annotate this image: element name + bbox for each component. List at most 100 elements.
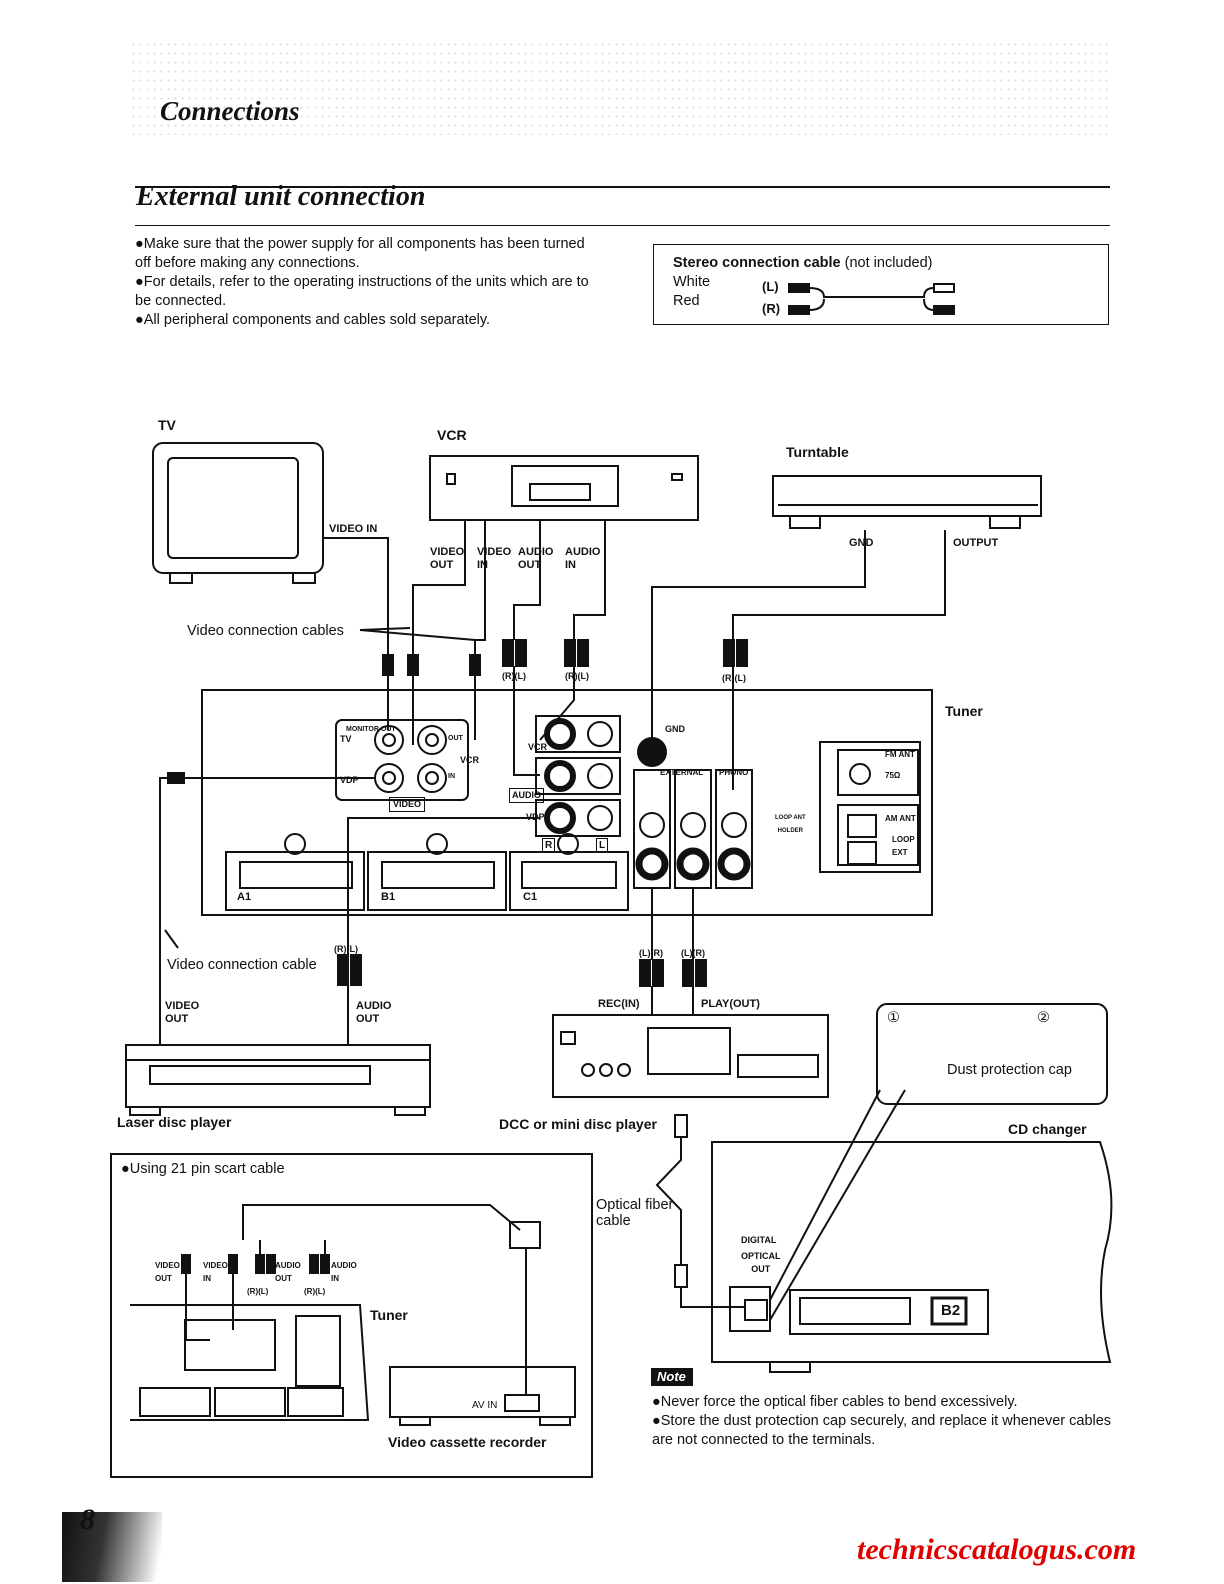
intro-bullet: ●Make sure that the power supply for all…: [135, 236, 585, 271]
digital-label: DIGITAL: [741, 1235, 777, 1245]
tv-label: TV: [158, 417, 176, 433]
monitor-out-label: MONITOR OUT: [346, 726, 396, 733]
external-in-lr: (L)(R): [681, 948, 705, 958]
tuner-l-label: L: [596, 838, 609, 853]
b2-slot-label: B2: [941, 1302, 961, 1319]
cable-box-title: Stereo connection cable: [673, 255, 841, 271]
scart-audio-out-rl: (R)(L): [247, 1287, 269, 1296]
laser-disc-rl: (R)(L): [334, 944, 358, 954]
video-cables-label: Video connection cables: [187, 623, 344, 639]
cable-box-heading: Stereo connection cable (not included): [673, 255, 933, 271]
title-rule-bottom: [135, 225, 1110, 226]
step-1-marker: ①: [887, 1010, 900, 1026]
vcr-audio-out-rl: (R)(L): [502, 671, 526, 681]
stereo-cable-icon: [788, 283, 955, 315]
cable-left-label: (L): [762, 279, 779, 294]
tuner-r-label: R: [542, 838, 556, 853]
page-number: 8: [80, 1503, 95, 1536]
ohm-label: 75Ω: [885, 771, 901, 780]
video-cable-label: Video connection cable: [167, 957, 317, 973]
fm-ant-label: FM ANT: [885, 750, 915, 759]
note-bullet: ●Never force the optical fiber cables to…: [652, 1394, 1018, 1410]
tuner-video-in-label: IN: [448, 773, 455, 780]
vcr2-label: Video cassette recorder: [388, 1434, 547, 1450]
cd-changer-body: [711, 1141, 1113, 1363]
cd-changer-label: CD changer: [1008, 1121, 1087, 1137]
scart-box-title: ●Using 21 pin scart cable: [121, 1161, 285, 1177]
scart-tuner-label: Tuner: [370, 1307, 408, 1323]
intro-bullet: ●All peripheral components and cables so…: [135, 312, 491, 328]
dust-cap-label: Dust protection cap: [947, 1062, 1072, 1078]
intro-bullet-list: ●Make sure that the power supply for all…: [135, 235, 600, 330]
scart-audio-in-rl: (R)(L): [304, 1287, 326, 1296]
note-list: ●Never force the optical fiber cables to…: [652, 1393, 1112, 1450]
slot-c1-label: C1: [523, 891, 538, 903]
turntable-label: Turntable: [786, 444, 849, 460]
tuner-vdp-label: VDP: [340, 775, 359, 785]
tuner-video-out-label: OUT: [448, 735, 463, 742]
tuner-phono-label: PHONO: [719, 768, 749, 777]
dcc-label: DCC or mini disc player: [499, 1116, 657, 1132]
page-title: External unit connection: [136, 181, 426, 212]
step-2-marker: ②: [1037, 1010, 1050, 1026]
section-heading: Connections: [160, 96, 300, 126]
laser-disc-body: [125, 1044, 431, 1108]
tuner-audio-vdp-label: VDP: [526, 812, 545, 822]
tuner-audio-tag: AUDIO: [509, 788, 544, 803]
vcr-body: [429, 455, 699, 521]
tv-body: [152, 442, 324, 574]
note-badge: Note: [657, 1369, 686, 1384]
intro-bullet: ●For details, refer to the operating ins…: [135, 274, 589, 309]
tuner-vcr-label: VCR: [460, 755, 480, 765]
header-texture: [130, 40, 1110, 135]
dust-cap-box: [876, 1003, 1108, 1105]
av-in-label: AV IN: [472, 1400, 498, 1411]
cable-right-label: (R): [762, 301, 781, 316]
note-bullet: ●Store the dust protection cap securely,…: [652, 1413, 1112, 1448]
laser-disc-label: Laser disc player: [117, 1114, 232, 1130]
tuner-gnd-label: GND: [665, 724, 685, 734]
tv-video-in-label: VIDEO IN: [329, 523, 378, 535]
title-rule-top: [135, 186, 1110, 188]
rec-in-label: REC(IN): [598, 998, 640, 1010]
play-out-label: PLAY(OUT): [701, 998, 760, 1010]
turntable-output-label: OUTPUT: [953, 537, 999, 549]
external-out-lr: (L)(R): [639, 948, 663, 958]
cable-box-note: (not included): [844, 255, 933, 271]
turntable-body: [772, 475, 1042, 517]
vcr-audio-in-rl: (R)(L): [565, 671, 589, 681]
am-ant-label: AM ANT: [885, 814, 916, 823]
turntable-gnd-label: GND: [849, 537, 874, 549]
stereo-cable-box: Stereo connection cable (not included) W…: [653, 244, 1109, 325]
tuner-audio-vcr-label: VCR: [528, 742, 548, 752]
scart-box: [110, 1153, 593, 1478]
slot-a1-label: A1: [237, 891, 252, 903]
tuner-tv-label: TV: [340, 734, 352, 744]
cable-white-label: White: [673, 274, 711, 290]
slot-b1-label: B1: [381, 891, 396, 903]
turntable-rl: (R)(L): [722, 673, 746, 683]
tuner-video-tag: VIDEO: [389, 797, 426, 812]
watermark: technicscatalogus.com: [857, 1533, 1137, 1566]
tuner-body: [201, 689, 933, 916]
tuner-label: Tuner: [945, 703, 983, 719]
page-corner-shade: [62, 1512, 162, 1582]
vcr2-body: [389, 1366, 576, 1418]
vcr-label: VCR: [437, 427, 467, 443]
cable-red-label: Red: [673, 293, 700, 309]
